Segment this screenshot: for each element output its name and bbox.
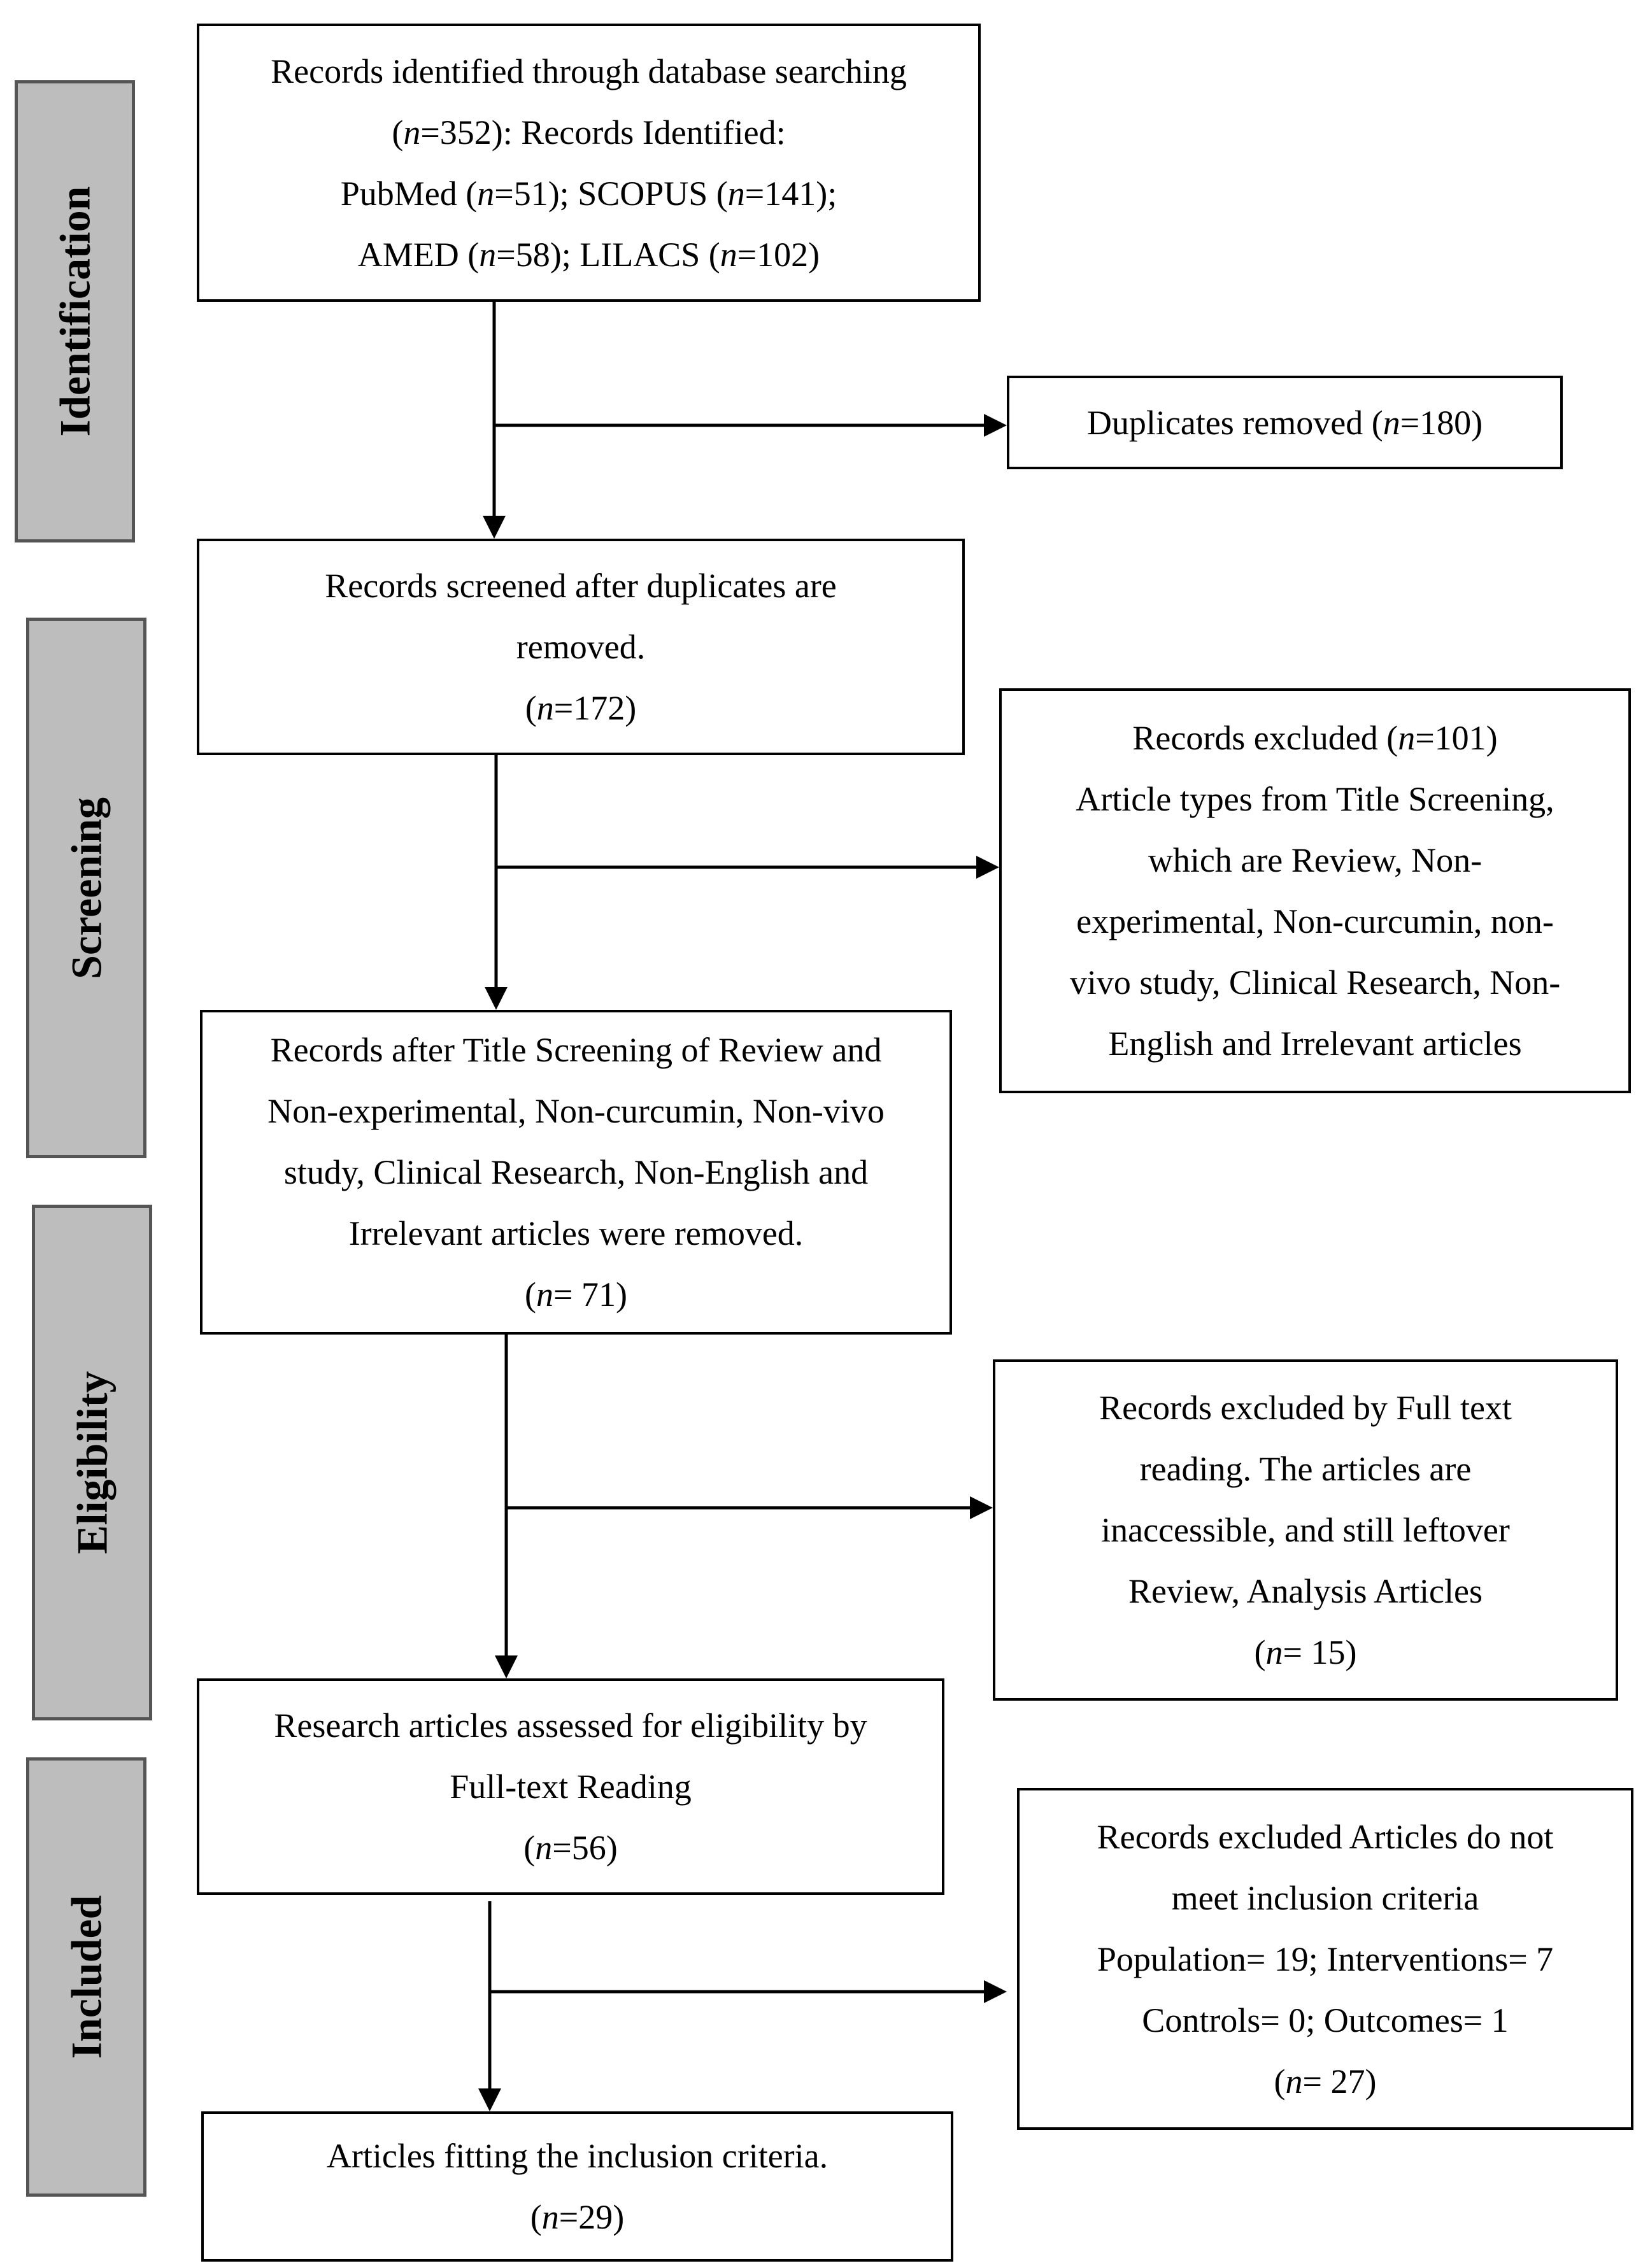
stage-label-eligibility: Eligibility (32, 1205, 152, 1720)
arrowhead-right-excluded-criteria (984, 1980, 1007, 2003)
box-line: AMED (n=58); LILACS (n=102) (357, 235, 820, 274)
box-records-identified: Records identified through database sear… (197, 24, 981, 302)
box-line: meet inclusion criteria (1171, 1878, 1479, 1917)
arrowhead-down-3 (495, 1655, 518, 1678)
box-line: Review, Analysis Articles (1128, 1572, 1483, 1610)
box-count: (n=29) (530, 2198, 625, 2236)
box-line: PubMed (n=51); SCOPUS (n=141); (340, 174, 837, 213)
box-line: Articles fitting the inclusion criteria. (326, 2137, 829, 2175)
box-line: experimental, Non-curcumin, non- (1076, 902, 1554, 940)
box-line: English and Irrelevant articles (1108, 1024, 1522, 1063)
box-duplicates-removed: Duplicates removed (n=180) (1007, 376, 1563, 469)
box-line: Controls= 0; Outcomes= 1 (1142, 2001, 1509, 2039)
box-records-excluded-fulltext: Records excluded by Full text reading. T… (993, 1359, 1618, 1701)
box-articles-assessed: Research articles assessed for eligibili… (197, 1678, 944, 1895)
box-count: (n= 15) (1254, 1633, 1357, 1671)
box-line: Research articles assessed for eligibili… (274, 1706, 867, 1745)
box-line: Records identified through database sear… (271, 52, 907, 90)
stage-label-identification: Identification (15, 80, 135, 542)
box-line: Full-text Reading (450, 1768, 692, 1806)
arrowhead-down-1 (483, 516, 506, 539)
box-records-after-title-screening: Records after Title Screening of Review … (200, 1010, 952, 1335)
box-line: Records excluded Articles do not (1097, 1817, 1554, 1856)
box-line: study, Clinical Research, Non-English an… (283, 1153, 869, 1191)
arrowhead-right-excluded-fulltext (970, 1496, 993, 1519)
box-records-screened: Records screened after duplicates are re… (197, 539, 965, 755)
box-line: Records after Title Screening of Review … (270, 1031, 882, 1069)
box-line: removed. (516, 628, 646, 666)
arrowhead-down-2 (485, 987, 508, 1010)
box-count: (n=56) (523, 1829, 618, 1867)
box-count: (n=172) (525, 689, 637, 727)
box-line: vivo study, Clinical Research, Non- (1069, 963, 1561, 1002)
arrowhead-right-excluded-title (976, 856, 999, 879)
box-line: Irrelevant articles were removed. (348, 1214, 804, 1252)
arrowhead-right-duplicates (984, 414, 1007, 437)
box-line: Records excluded by Full text (1099, 1389, 1512, 1427)
box-line: Records excluded (n=101) (1132, 719, 1498, 757)
box-line: which are Review, Non- (1148, 841, 1483, 879)
stage-label-screening: Screening (26, 618, 146, 1158)
box-line: Records screened after duplicates are (325, 567, 837, 605)
box-line: Duplicates removed (n=180) (1086, 403, 1483, 442)
box-count: (n= 71) (525, 1275, 627, 1314)
box-line: Non-experimental, Non-curcumin, Non-vivo (267, 1092, 885, 1130)
box-line: inaccessible, and still leftover (1101, 1511, 1510, 1549)
arrowhead-down-4 (478, 2088, 501, 2111)
box-records-excluded-title: Records excluded (n=101) Article types f… (999, 688, 1631, 1093)
box-records-excluded-criteria: Records excluded Articles do not meet in… (1017, 1788, 1633, 2130)
box-count: (n= 27) (1274, 2062, 1377, 2101)
box-line: Article types from Title Screening, (1076, 780, 1554, 818)
box-articles-included: Articles fitting the inclusion criteria.… (201, 2111, 953, 2262)
box-line: (n=352): Records Identified: (392, 113, 786, 152)
stage-label-included: Included (26, 1757, 146, 2197)
box-line: reading. The articles are (1139, 1450, 1472, 1488)
box-line: Population= 19; Interventions= 7 (1097, 1939, 1554, 1978)
